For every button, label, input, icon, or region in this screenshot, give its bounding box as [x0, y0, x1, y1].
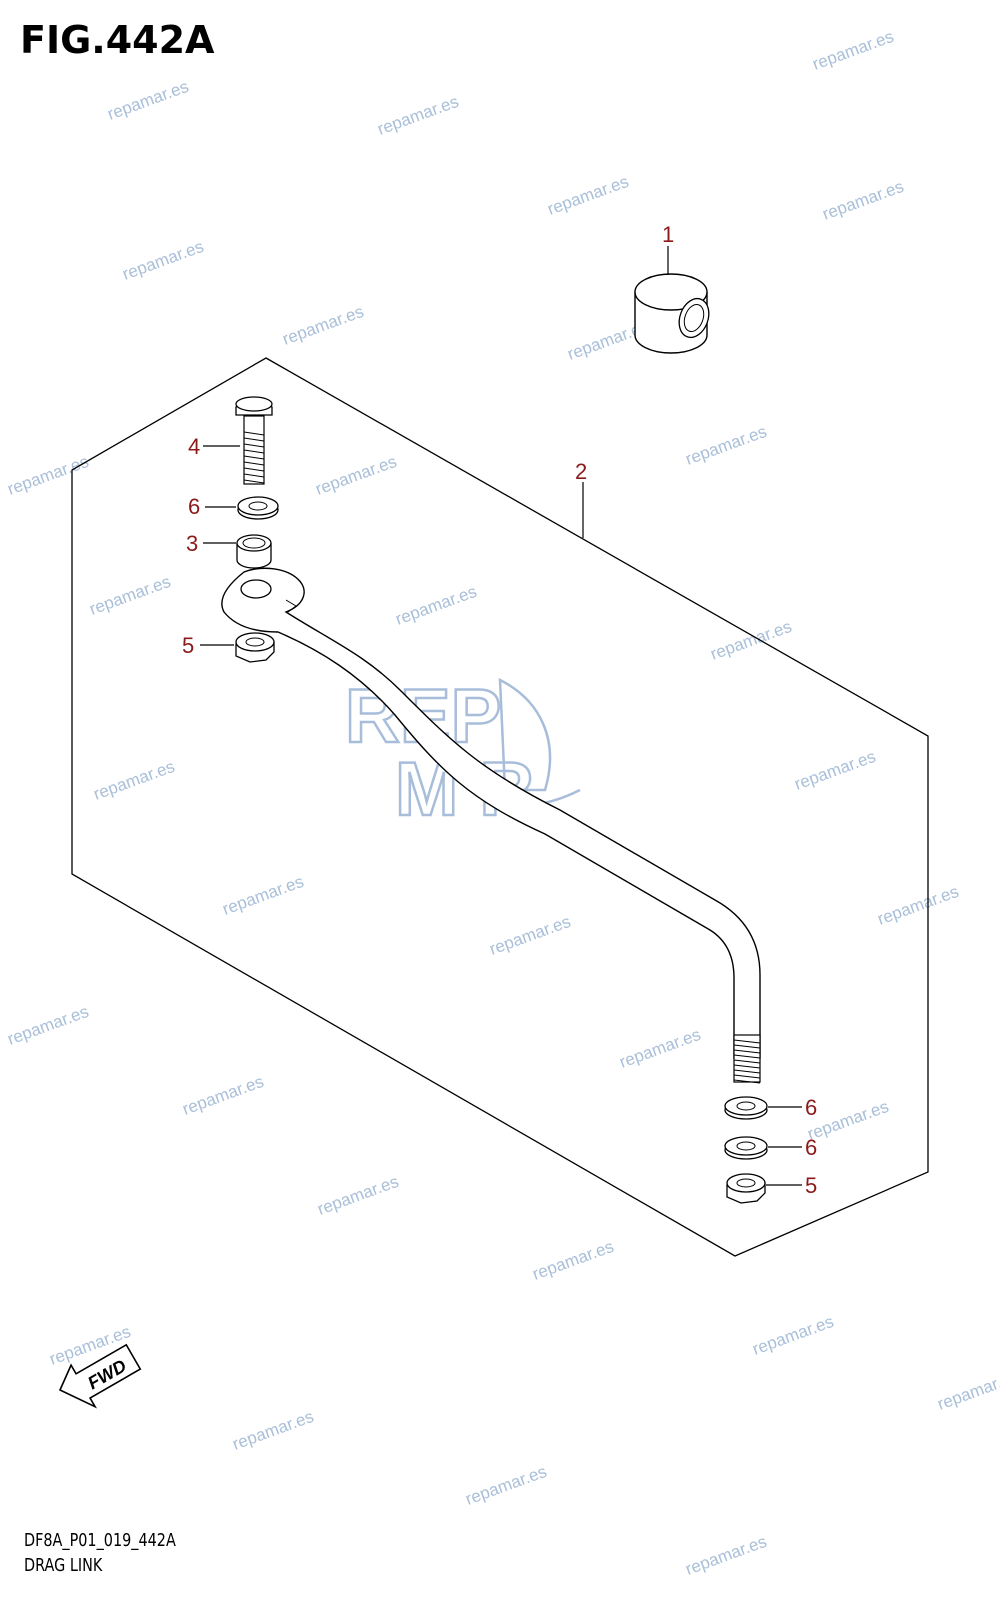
logo-sail-icon — [498, 677, 552, 792]
watermark-text: repamar.es — [935, 1367, 1000, 1414]
thread-line — [733, 1054, 761, 1059]
callout-5-top: 5 — [182, 633, 194, 658]
thread-line — [733, 1049, 761, 1054]
watermark-text: repamar.es — [91, 757, 177, 804]
thread-line — [733, 1039, 761, 1044]
callout-6-lower-2: 6 — [805, 1135, 817, 1160]
watermark-text: repamar.es — [683, 422, 769, 469]
watermark-text: repamar.es — [805, 1097, 891, 1144]
callout-3: 3 — [186, 531, 198, 556]
thread-line — [733, 1044, 761, 1049]
assembly-box-outline — [71, 357, 929, 1257]
part-6-washer-lower-1 — [724, 1096, 802, 1120]
callout-4: 4 — [188, 434, 200, 459]
callout-6-lower-1: 6 — [805, 1095, 817, 1120]
watermark-text: repamar.es — [530, 1237, 616, 1284]
part-2-drag-link — [221, 482, 761, 1084]
watermark-text: repamar.es — [463, 1462, 549, 1509]
callout-1: 1 — [662, 222, 674, 247]
thread-line — [243, 461, 265, 466]
watermark-text: repamar.es — [750, 1312, 836, 1359]
watermark-text: repamar.es — [5, 452, 91, 499]
callout-2: 2 — [575, 459, 587, 484]
part-6-washer-lower-2 — [724, 1136, 802, 1160]
watermark-text: repamar.es — [180, 1072, 266, 1119]
callout-labels: 1 2 3 4 5 6 6 6 5 — [182, 222, 817, 1198]
watermark-text: repamar.es — [875, 882, 961, 929]
thread-line — [243, 455, 265, 460]
watermark-text: repamar.es — [375, 92, 461, 139]
thread-line — [243, 467, 265, 472]
watermark-text: repamar.es — [810, 27, 896, 74]
figure-code: DF8A_P01_019_442A — [24, 1530, 176, 1551]
watermark-text: repamar.es — [545, 172, 631, 219]
watermark-text: repamar.es — [280, 302, 366, 349]
watermark-text: repamar.es — [393, 582, 479, 629]
watermark-text: repamar.es — [820, 177, 906, 224]
part-6-washer-top — [205, 496, 279, 520]
thread-line — [243, 437, 265, 442]
callout-5-lower: 5 — [805, 1173, 817, 1198]
thread-line — [733, 1069, 761, 1074]
watermark-text: repamar.es — [708, 617, 794, 664]
figure-title: FIG.442A — [20, 18, 215, 62]
thread-line — [243, 443, 265, 448]
thread-line — [733, 1059, 761, 1064]
watermark-text: repamar.es — [683, 1532, 769, 1579]
thread-line — [733, 1074, 761, 1079]
watermark-text: repamar.es — [230, 1407, 316, 1454]
thread-line — [243, 431, 265, 436]
watermark-text: repamar.es — [87, 572, 173, 619]
part-3-collar — [203, 534, 272, 569]
thread-line — [733, 1064, 761, 1069]
thread-line — [243, 473, 265, 478]
watermark-text: repamar.es — [105, 77, 191, 124]
figure-name: DRAG LINK — [24, 1555, 103, 1576]
watermark-text: repamar.es — [120, 237, 206, 284]
part-4-bolt — [203, 396, 273, 485]
thread-line — [243, 449, 265, 454]
watermark-text: repamar.es — [220, 872, 306, 919]
callout-6-top: 6 — [188, 494, 200, 519]
part-5-nut-top — [200, 632, 275, 663]
watermark-text: repamar.es — [5, 1002, 91, 1049]
watermark-text: repamar.es — [487, 912, 573, 959]
part-5-nut-lower — [726, 1173, 802, 1204]
watermark-text: repamar.es — [315, 1172, 401, 1219]
thread-line — [733, 1079, 761, 1084]
watermark-text: repamar.es — [792, 747, 878, 794]
part-1-bushing — [634, 246, 710, 354]
watermark-text: repamar.es — [313, 452, 399, 499]
watermark-text: repamar.es — [617, 1025, 703, 1072]
thread-line — [243, 479, 265, 484]
